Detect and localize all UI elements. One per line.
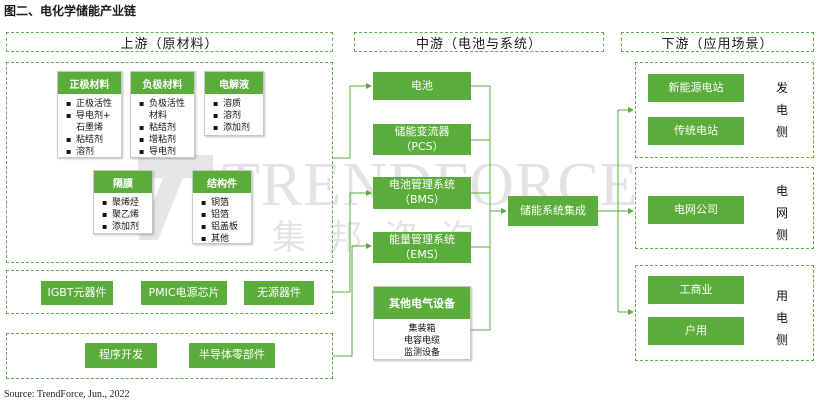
renewable-station-box: 新能源电站 (648, 74, 744, 102)
cathode-material-card: 正极材料 正极活性 导电剂+ 石墨烯 粘结剂 溶剂 (57, 71, 122, 158)
electrolyte-card: 电解液 溶质 溶剂 添加剂 (204, 71, 264, 136)
grid-side-panel (635, 167, 814, 249)
anode-material-card: 负极材料 负极活性 材料 粘结剂 增粘剂 导电剂 (130, 71, 195, 158)
pcs-abbr: （PCS） (400, 139, 444, 153)
anode-item: 粘结剂 (139, 122, 190, 134)
other-equipment-title: 其他电气设备 (374, 287, 470, 319)
other-equipment-item: 集装箱 (408, 324, 436, 334)
program-development-box: 程序开发 (85, 343, 157, 368)
pcs-label: 储能变流器 (394, 124, 450, 138)
consumption-side-label: 用 电 侧 (774, 285, 790, 351)
bms-box: 电池管理系统 （BMS） (373, 177, 471, 209)
upstream-components-panel (6, 270, 333, 314)
generation-side-label: 发 电 侧 (774, 77, 790, 143)
structural-item: 铝箔 (201, 209, 247, 221)
upstream-software-panel (6, 333, 333, 379)
connector-materials-battery (333, 83, 372, 159)
ems-abbr: （EMS） (399, 247, 445, 261)
electrolyte-item: 添加剂 (213, 122, 259, 134)
upstream-header: 上游（原材料） (6, 32, 333, 52)
cathode-item: 粘结剂 (66, 134, 117, 146)
separator-item: 添加剂 (102, 221, 148, 233)
side-char: 侧 (775, 125, 788, 139)
anode-item: 负极活性 材料 (139, 98, 190, 122)
structural-item: 其他 (201, 233, 247, 245)
passive-components-box: 无源器件 (244, 281, 314, 305)
side-char: 电 (775, 184, 788, 198)
electrolyte-item: 溶剂 (213, 110, 259, 122)
grid-company-box: 电网公司 (648, 196, 744, 224)
structural-parts-title: 结构件 (193, 171, 251, 193)
anode-item: 增粘剂 (139, 134, 190, 146)
downstream-header: 下游（应用场景） (621, 32, 814, 52)
traditional-station-box: 传统电站 (648, 117, 744, 145)
side-char: 网 (775, 206, 788, 220)
electrolyte-item: 溶质 (213, 98, 259, 110)
residential-box: 户用 (648, 317, 744, 345)
figure-title: 图二、电化学储能产业链 (4, 4, 137, 18)
commercial-industrial-box: 工商业 (648, 276, 744, 304)
system-integration-box: 储能系统集成 (508, 196, 598, 226)
structural-parts-card: 结构件 铜箔 铝箔 铝盖板 其他 (192, 170, 252, 245)
cathode-material-title: 正极材料 (58, 72, 121, 94)
side-char: 电 (775, 103, 788, 117)
bms-abbr: （BMS） (398, 193, 446, 206)
bms-label: 电池管理系统 (389, 178, 455, 192)
igbt-components-box: IGBT元器件 (41, 281, 113, 305)
separator-item: 聚乙烯 (102, 209, 148, 221)
upstream-materials-panel (6, 62, 333, 263)
separator-item: 聚烯烃 (102, 197, 148, 209)
pcs-box: 储能变流器 （PCS） (373, 124, 471, 155)
connector-midstream-bus (471, 85, 491, 331)
consumption-side-panel (635, 265, 814, 361)
separator-card: 隔膜 聚烯烃 聚乙烯 添加剂 (93, 170, 153, 234)
anode-material-title: 负极材料 (131, 72, 194, 94)
source-note: Source: TrendForce, Jun., 2022 (4, 389, 130, 400)
side-char: 侧 (775, 333, 788, 347)
semiconductor-parts-box: 半导体零部件 (189, 343, 275, 368)
cathode-item: 导电剂+ 石墨烯 (66, 110, 117, 134)
pmic-chip-box: PMIC电源芯片 (141, 281, 227, 305)
structural-item: 铝盖板 (201, 221, 247, 233)
other-equipment-item: 监测设备 (403, 348, 440, 358)
midstream-header: 中游（电池与系统） (354, 32, 604, 52)
side-char: 电 (775, 311, 788, 325)
connector-components-bms (333, 190, 372, 293)
side-char: 侧 (775, 228, 788, 242)
side-char: 发 (775, 81, 788, 95)
ems-box: 能量管理系统 （EMS） (373, 232, 471, 263)
ems-label: 能量管理系统 (389, 232, 455, 246)
structural-item: 铜箔 (201, 197, 247, 209)
connector-software-ems (333, 243, 372, 357)
side-char: 用 (775, 289, 788, 303)
battery-box: 电池 (373, 72, 471, 100)
electrolyte-title: 电解液 (205, 72, 263, 94)
cathode-item: 溶剂 (66, 146, 117, 158)
other-equipment-item: 电容电缆 (403, 336, 440, 346)
separator-title: 隔膜 (94, 171, 152, 193)
cathode-item: 正极活性 (66, 98, 117, 110)
other-electrical-equipment-card: 其他电气设备 集装箱 电容电缆 监测设备 (373, 286, 471, 360)
generation-side-panel (635, 62, 814, 158)
anode-item: 导电剂 (139, 146, 190, 158)
grid-side-label: 电 网 侧 (774, 180, 790, 246)
